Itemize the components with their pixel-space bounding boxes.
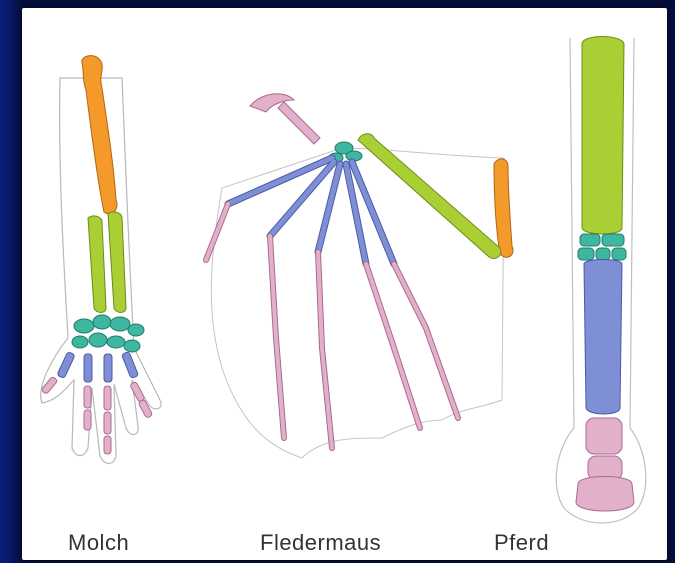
pferd-metacarpal xyxy=(584,260,622,415)
molch-humerus xyxy=(82,56,117,214)
illustration-panel: Molch Fledermaus Pferd xyxy=(22,8,667,560)
pferd-phalanges xyxy=(576,418,634,511)
fledermaus-humerus xyxy=(494,159,513,257)
molch-carpals xyxy=(72,315,144,352)
pferd-limb xyxy=(556,37,646,524)
molch-limb xyxy=(41,56,161,464)
pferd-radius xyxy=(582,37,624,235)
fledermaus-limb xyxy=(206,94,513,458)
molch-ulna xyxy=(108,212,126,313)
fledermaus-thumb xyxy=(278,102,320,144)
molch-metacarpals xyxy=(57,351,139,382)
fledermaus-phalanges xyxy=(206,204,458,448)
fledermaus-metacarpals xyxy=(228,158,394,264)
fledermaus-radius xyxy=(358,134,501,259)
pferd-carpals xyxy=(578,234,626,260)
label-molch: Molch xyxy=(68,530,129,556)
limb-comparison-diagram xyxy=(22,8,667,560)
molch-radius xyxy=(88,216,106,313)
label-fledermaus: Fledermaus xyxy=(260,530,381,556)
label-pferd: Pferd xyxy=(494,530,549,556)
